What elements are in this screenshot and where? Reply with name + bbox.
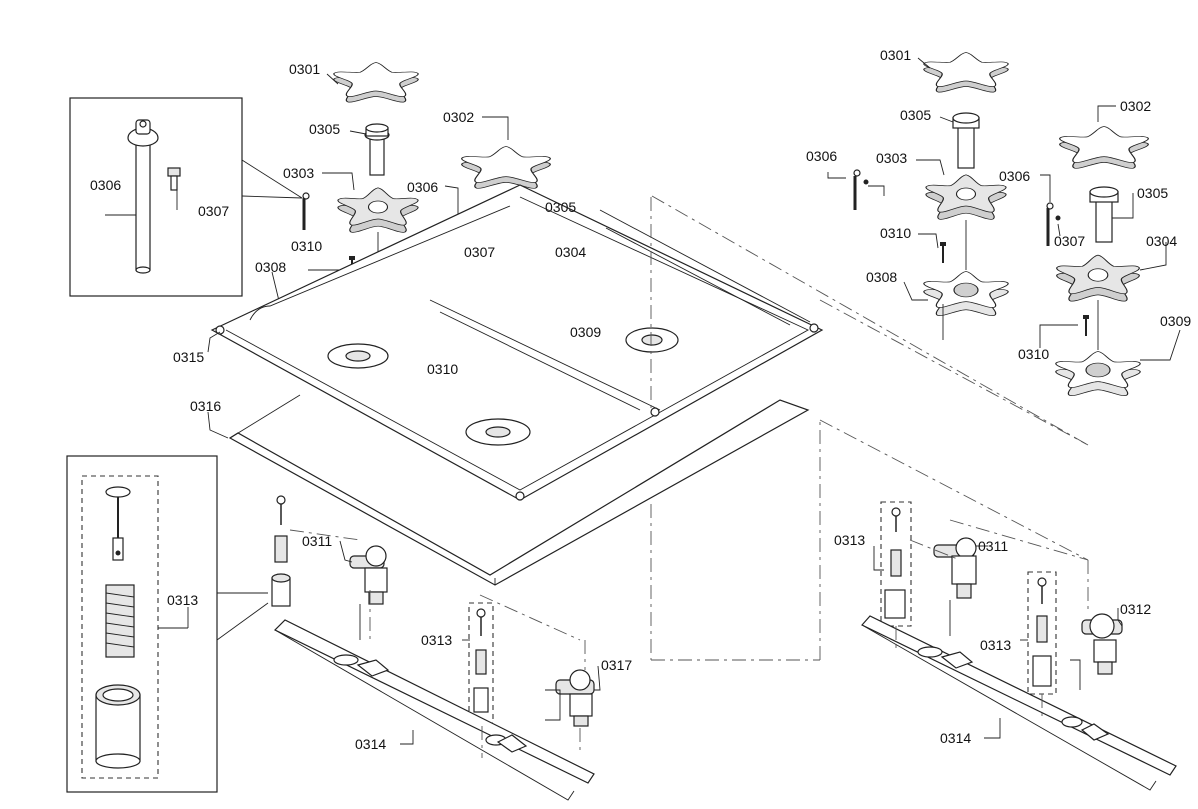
label-0310-right-a: 0310 xyxy=(880,225,911,241)
burner-head-0304-right xyxy=(1056,254,1140,302)
label-0306-right-b: 0306 xyxy=(999,168,1030,184)
sleeve-0305-left-a xyxy=(364,123,390,176)
gas-valve-0312 xyxy=(1070,613,1123,690)
pilot-tube-0306-large xyxy=(127,119,159,274)
label-0302-right: 0302 xyxy=(1120,98,1151,114)
inset-detail-0313 xyxy=(66,455,218,793)
label-0314-right: 0314 xyxy=(940,730,971,746)
thermocouple-stack-left xyxy=(271,495,291,607)
rail-0314-right xyxy=(861,615,1177,791)
label-0313-left-mid: 0313 xyxy=(421,632,452,648)
burner-base-0308-right xyxy=(923,270,1009,317)
label-0311-left: 0311 xyxy=(302,533,332,549)
assembly-guides-left xyxy=(289,195,1089,758)
label-0309-right: 0309 xyxy=(1160,313,1191,329)
label-0303-left: 0303 xyxy=(283,165,314,181)
label-0304-left: 0304 xyxy=(555,244,586,260)
burner-cover-0302-right xyxy=(1059,125,1149,169)
sleeve xyxy=(95,684,141,769)
label-0310-right-b: 0310 xyxy=(1018,346,1049,362)
gas-valve-0311-right xyxy=(933,537,977,636)
label-0304-right: 0304 xyxy=(1146,233,1177,249)
label-0301-right: 0301 xyxy=(880,47,911,63)
rail-0314-left xyxy=(273,619,595,801)
label-0311-right: 0311 xyxy=(978,538,1008,554)
burner-cover-0301-left xyxy=(333,61,419,103)
pilot-pin-0306-right-a xyxy=(853,169,869,210)
spring xyxy=(105,584,135,658)
inset-detail-0306-0307 xyxy=(69,97,303,297)
label-0308-left: 0308 xyxy=(255,259,286,275)
pilot-pin-0306-right-b xyxy=(1046,202,1061,246)
label-0316: 0316 xyxy=(190,398,221,414)
thermocouple-0313-right-b xyxy=(1027,571,1057,695)
burner-cover-0302-left xyxy=(461,145,551,189)
gas-valve-0317 xyxy=(545,669,595,727)
hob-tray-0315 xyxy=(210,184,824,501)
assembly-guides-right xyxy=(819,299,1089,720)
sleeve-0305-right-b xyxy=(1089,186,1119,243)
label-0313-right-b: 0313 xyxy=(980,637,1011,653)
label-0306-right-a: 0306 xyxy=(806,148,837,164)
label-0305-right-a: 0305 xyxy=(900,107,931,123)
label-0317: 0317 xyxy=(601,657,632,673)
gas-valve-0311-left xyxy=(349,545,388,640)
label-0306-left: 0306 xyxy=(407,179,438,195)
label-0303-right: 0303 xyxy=(876,150,907,166)
label-0307-inset: 0307 xyxy=(198,203,229,219)
screw-0310-right-b xyxy=(1082,314,1090,337)
plate-0316 xyxy=(228,394,810,586)
label-0306-inset: 0306 xyxy=(90,177,121,193)
screw-0310-right-a xyxy=(939,241,947,264)
label-0313-right-a: 0313 xyxy=(834,532,865,548)
label-0312: 0312 xyxy=(1120,601,1151,617)
part-labels: 0301 0302 0305 0303 0306 0307 0306 0305 … xyxy=(90,47,1191,752)
thermocouple-pin xyxy=(105,486,131,561)
label-0301-left: 0301 xyxy=(289,61,320,77)
label-0314-left: 0314 xyxy=(355,736,386,752)
screw-0307-large xyxy=(167,167,181,191)
burner-head-0303-left xyxy=(337,187,419,233)
label-0310-left-a: 0310 xyxy=(291,238,322,254)
label-0310-left-b: 0310 xyxy=(427,361,458,377)
label-0309-left: 0309 xyxy=(570,324,601,340)
burner-base-0309-right xyxy=(1055,350,1141,397)
label-0302-left: 0302 xyxy=(443,109,474,125)
thermocouple-0313-left-mid xyxy=(468,602,494,724)
label-0308-right: 0308 xyxy=(866,269,897,285)
pilot-pin-0306-left-a xyxy=(302,192,310,230)
label-0315: 0315 xyxy=(173,349,204,365)
label-0305-left-a: 0305 xyxy=(309,121,340,137)
burner-head-0303-right xyxy=(925,174,1007,220)
label-0307-right: 0307 xyxy=(1054,233,1085,249)
burner-cover-0301-right xyxy=(923,51,1009,93)
label-0307-left: 0307 xyxy=(464,244,495,260)
thermocouple-0313-right-a xyxy=(880,501,912,627)
label-0305-left-b: 0305 xyxy=(545,199,576,215)
sleeve-0305-right-a xyxy=(952,112,980,169)
label-0305-right-b: 0305 xyxy=(1137,185,1168,201)
label-0313-inset: 0313 xyxy=(167,592,198,608)
